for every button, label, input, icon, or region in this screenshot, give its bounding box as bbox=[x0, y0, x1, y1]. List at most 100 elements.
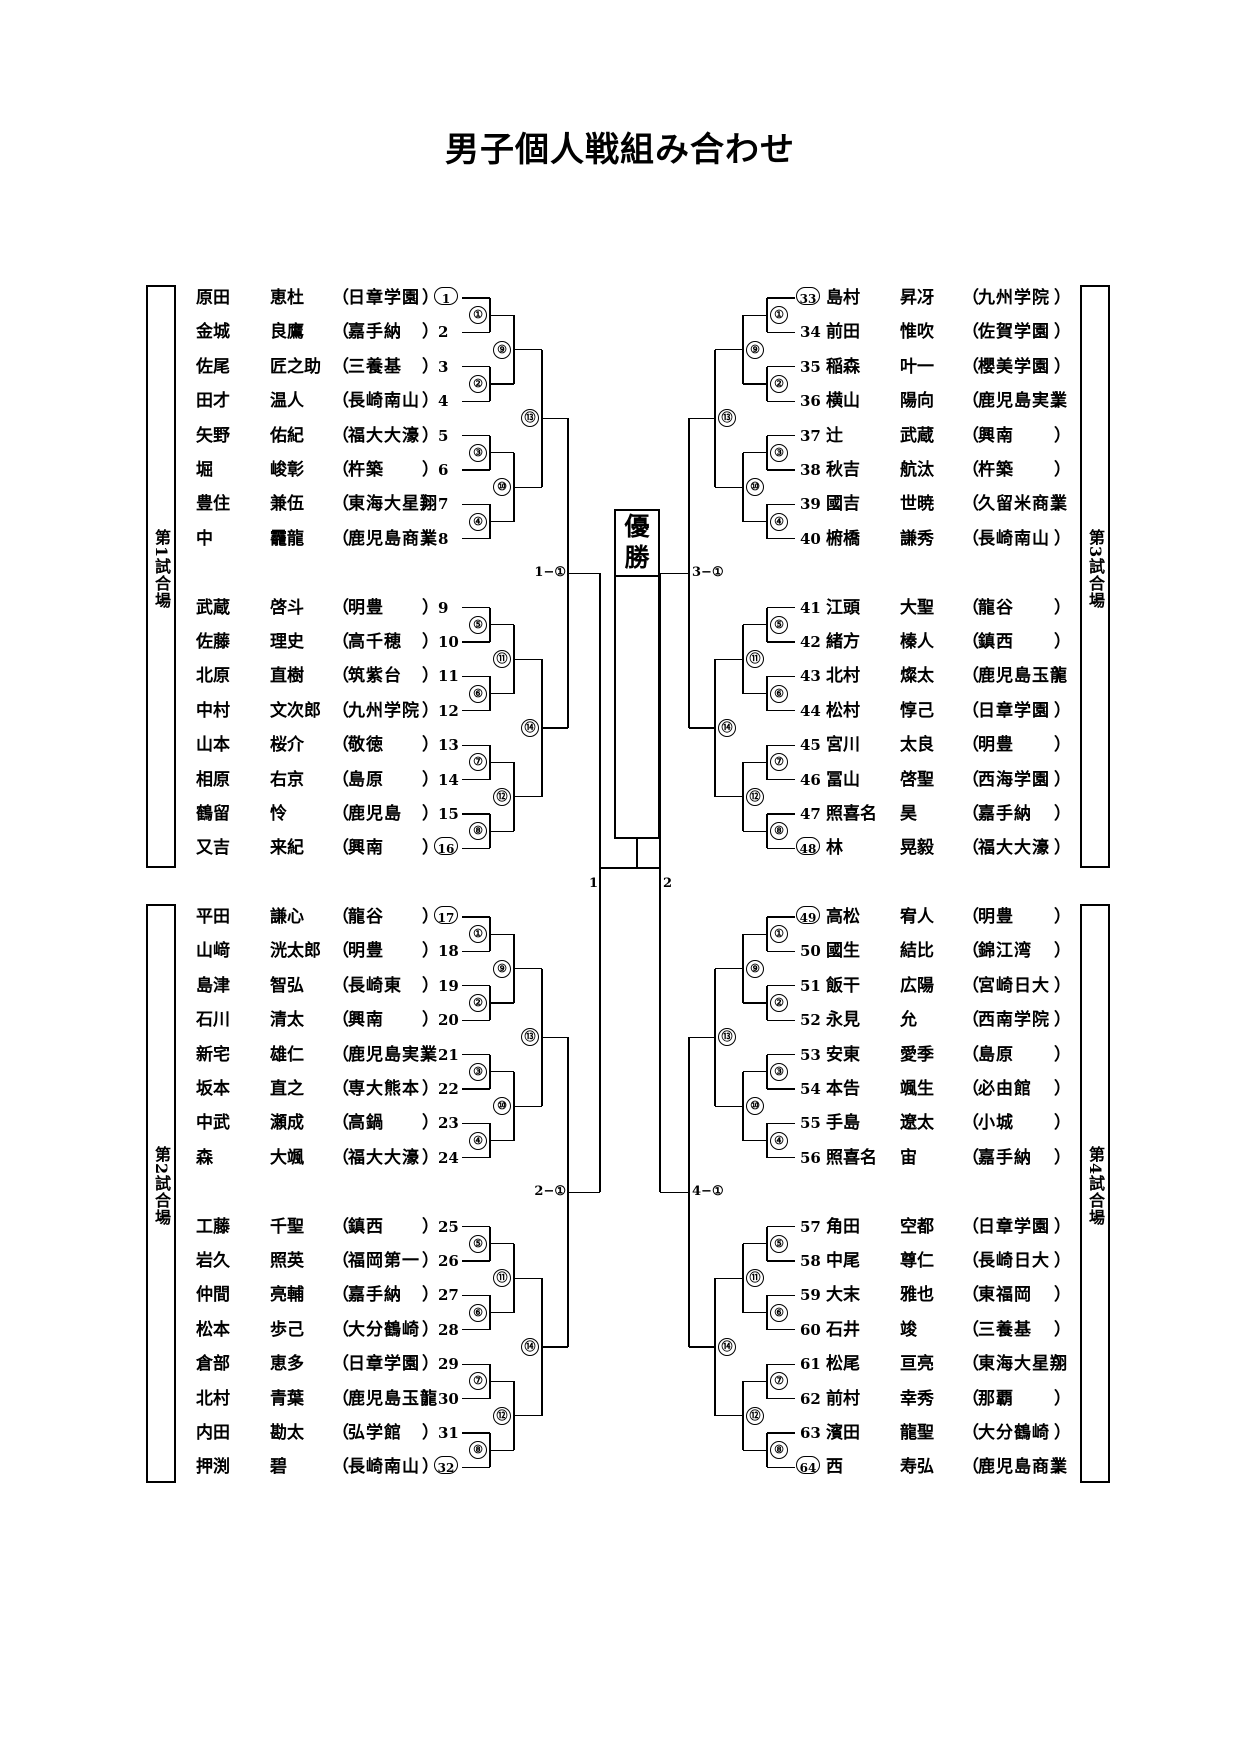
player-given: 直樹 bbox=[270, 666, 304, 687]
paren-open: （ bbox=[332, 735, 349, 756]
paren-open: （ bbox=[332, 1251, 349, 1271]
paren-open: （ bbox=[962, 288, 979, 308]
paren-open: （ bbox=[962, 425, 979, 446]
player-given: 宙 bbox=[900, 1147, 917, 1168]
bracket-line bbox=[767, 1329, 795, 1331]
player-family: 又吉 bbox=[196, 838, 230, 859]
bracket-line bbox=[715, 658, 743, 660]
bracket-line bbox=[462, 1466, 490, 1469]
player-number: 26 bbox=[438, 1252, 459, 1270]
paren-open: （ bbox=[332, 288, 349, 308]
player-school: 大分鶴崎 bbox=[348, 1319, 420, 1340]
paren-close: ） bbox=[1054, 356, 1071, 377]
player-number: 24 bbox=[438, 1148, 459, 1167]
match-number: ⑥ bbox=[469, 1303, 487, 1322]
player-family: 北村 bbox=[826, 666, 860, 687]
paren-open: （ bbox=[332, 666, 349, 687]
paren-close: ） bbox=[1054, 1354, 1071, 1375]
bracket-line bbox=[600, 867, 660, 869]
player-given: 亘亮 bbox=[900, 1354, 934, 1375]
venue-frame bbox=[1080, 904, 1110, 1483]
player-given: 愛季 bbox=[900, 1044, 934, 1065]
paren-close: ） bbox=[1054, 528, 1071, 549]
player-number: 48 bbox=[796, 837, 820, 856]
bracket-line bbox=[490, 1002, 514, 1004]
bracket-line bbox=[462, 1260, 490, 1262]
match-number: ⑨ bbox=[493, 959, 511, 978]
player-family: 濱田 bbox=[826, 1423, 860, 1443]
match-number: ④ bbox=[469, 1131, 487, 1150]
bracket-line bbox=[767, 847, 795, 850]
player-school: 長崎日大 bbox=[978, 1251, 1050, 1271]
bracket-line bbox=[490, 314, 514, 316]
player-entry: 森大颯福大大濠（）24 bbox=[196, 1147, 459, 1169]
player-family: 松本 bbox=[196, 1319, 230, 1340]
bracket-line bbox=[767, 1122, 795, 1125]
player-number: 20 bbox=[438, 1011, 459, 1030]
player-family: 前田 bbox=[826, 322, 860, 343]
paren-close: ） bbox=[422, 1010, 439, 1031]
player-school: 大分鶴崎 bbox=[978, 1423, 1050, 1443]
player-family: 中村 bbox=[196, 700, 230, 721]
bracket-line bbox=[514, 658, 542, 660]
player-family: 平田 bbox=[196, 907, 230, 927]
bracket-line bbox=[490, 1139, 514, 1142]
player-school: 佐賀学園 bbox=[978, 322, 1050, 343]
paren-open: （ bbox=[332, 941, 349, 962]
paren-open: （ bbox=[332, 1216, 349, 1237]
bracket-line bbox=[490, 520, 514, 523]
player-family: 北村 bbox=[196, 1388, 230, 1409]
paren-open: （ bbox=[962, 804, 979, 824]
block-final-label: 3−① bbox=[692, 565, 724, 581]
player-entry: 57⻆田空都日章学園（） bbox=[800, 1216, 1071, 1238]
paren-open: （ bbox=[962, 391, 979, 412]
paren-open: （ bbox=[962, 460, 979, 480]
player-given: 碧 bbox=[270, 1457, 287, 1478]
player-given: 太良 bbox=[900, 735, 934, 756]
bracket-line bbox=[462, 1019, 490, 1021]
match-number: ⑩ bbox=[493, 1097, 511, 1116]
champion-box: 優勝 bbox=[614, 509, 660, 577]
player-school: 鎮西 bbox=[348, 1216, 384, 1237]
match-number: ⑥ bbox=[469, 684, 487, 703]
match-number: ① bbox=[469, 306, 487, 325]
match-number: ⑫ bbox=[493, 1406, 511, 1425]
player-number: 1 bbox=[434, 287, 458, 306]
player-number: 6 bbox=[438, 461, 449, 479]
player-entry: 金城良鷹嘉手納（）2 bbox=[196, 321, 458, 343]
paren-open: （ bbox=[962, 1354, 979, 1375]
player-given: 啓聖 bbox=[900, 769, 934, 790]
player-number: 55 bbox=[800, 1114, 821, 1133]
player-entry: 島津智弘長崎東（）19 bbox=[196, 975, 459, 997]
bracket-line bbox=[489, 366, 491, 402]
paren-open: （ bbox=[332, 460, 349, 480]
paren-close: ） bbox=[422, 460, 439, 480]
paren-close: ） bbox=[422, 597, 439, 618]
bracket-line bbox=[513, 1243, 515, 1313]
paren-open: （ bbox=[332, 1285, 349, 1306]
player-given: 燦太 bbox=[900, 666, 934, 687]
paren-close: ） bbox=[422, 1388, 439, 1409]
paren-open: （ bbox=[332, 528, 349, 549]
bracket-line bbox=[542, 417, 568, 420]
player-school: 九州学院 bbox=[348, 700, 420, 721]
player-number: 8 bbox=[438, 529, 449, 548]
match-number: ⑩ bbox=[746, 1097, 764, 1116]
player-family: 西 bbox=[826, 1457, 843, 1478]
bracket-line bbox=[490, 692, 514, 695]
bracket-line bbox=[514, 348, 542, 351]
player-number: 19 bbox=[438, 976, 459, 995]
bracket-line bbox=[489, 1123, 491, 1158]
player-given: 尊仁 bbox=[900, 1251, 934, 1271]
paren-close: ） bbox=[1054, 804, 1071, 824]
player-number: 2 bbox=[438, 323, 449, 342]
bracket-line bbox=[767, 366, 795, 368]
paren-close: ） bbox=[422, 769, 439, 790]
paren-close: ） bbox=[1054, 391, 1071, 412]
player-number: 31 bbox=[438, 1424, 459, 1442]
bracket-line bbox=[568, 1191, 600, 1193]
